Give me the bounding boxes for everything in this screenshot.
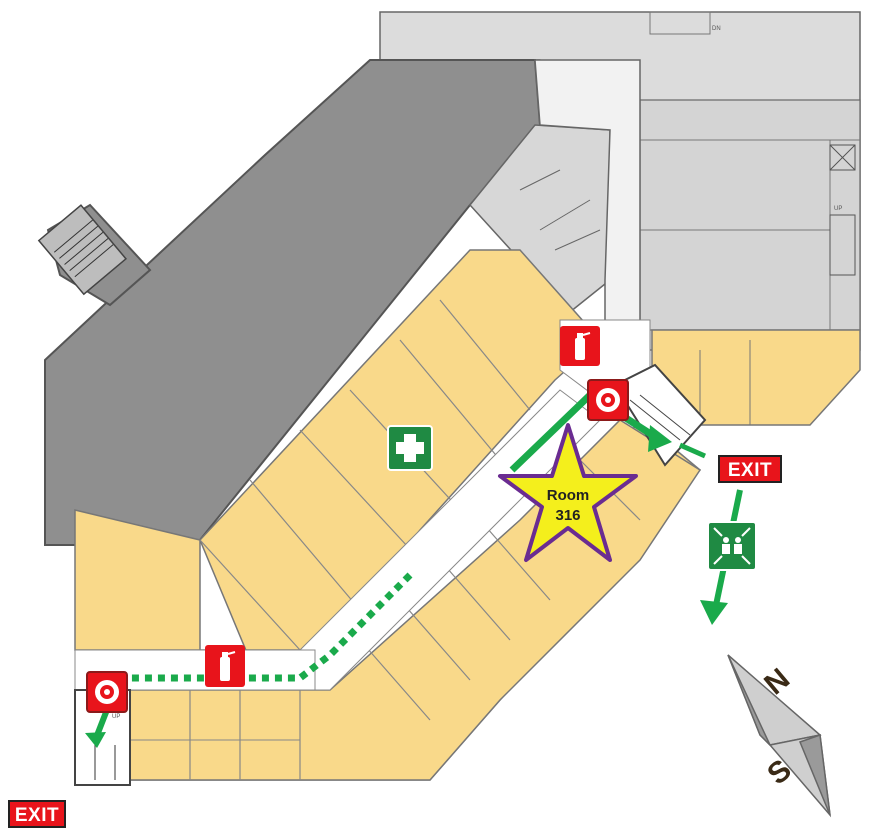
fire-alarm-icon xyxy=(587,379,629,421)
exit-sign-bottom-left: EXIT xyxy=(8,800,66,828)
upper-right-building: DN UP xyxy=(379,11,861,351)
first-aid-icon xyxy=(387,425,433,471)
stair-up-text-left: UP xyxy=(112,714,120,720)
room-label-line2: 316 xyxy=(555,507,580,524)
stair-dn-text: DN xyxy=(712,26,721,32)
upper-left-stair-icon xyxy=(53,219,114,278)
star-you-are-here-icon: Room 316 xyxy=(498,423,638,562)
fire-extinguisher-icon xyxy=(560,326,600,366)
fire-alarm-icon xyxy=(86,671,128,713)
exit-sign-right: EXIT xyxy=(718,455,782,483)
compass-icon: N S xyxy=(727,654,832,818)
right-stairwell xyxy=(613,363,707,467)
fire-extinguisher-icon xyxy=(205,645,245,687)
stair-up-text-right: UP xyxy=(834,206,842,212)
room-label-line1: Room xyxy=(547,487,590,504)
assembly-point-icon xyxy=(707,521,757,571)
